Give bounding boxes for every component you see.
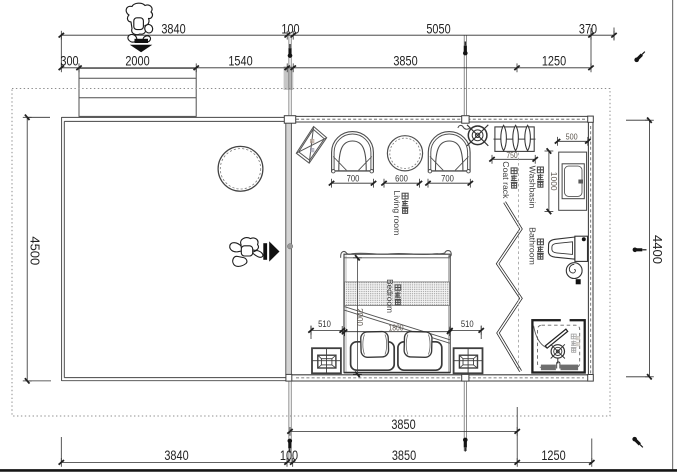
svg-text:3850: 3850: [393, 53, 417, 69]
svg-text:2000: 2000: [355, 308, 364, 326]
svg-text:510: 510: [461, 318, 474, 329]
svg-text:300: 300: [60, 53, 78, 69]
svg-text:500: 500: [566, 132, 579, 142]
svg-text:370: 370: [579, 21, 597, 37]
svg-text:3840: 3840: [164, 448, 188, 464]
svg-text:1540: 1540: [228, 53, 252, 69]
svg-text:100: 100: [280, 448, 298, 464]
svg-text:700: 700: [441, 173, 454, 184]
svg-text:600: 600: [395, 173, 408, 184]
svg-text:Bathroom: Bathroom: [528, 227, 538, 265]
svg-text:5050: 5050: [426, 21, 450, 37]
svg-text:1800: 1800: [388, 323, 403, 333]
svg-text:750: 750: [506, 150, 517, 160]
svg-text:Coat rack: Coat rack: [501, 161, 511, 199]
svg-text:3850: 3850: [391, 417, 415, 433]
svg-text:3840: 3840: [161, 21, 185, 37]
svg-text:Living room: Living room: [392, 190, 402, 235]
svg-text:510: 510: [318, 318, 331, 329]
svg-text:1000: 1000: [549, 172, 559, 191]
svg-text:1250: 1250: [541, 448, 565, 464]
svg-text:4400: 4400: [650, 235, 665, 264]
svg-text:2000: 2000: [125, 53, 149, 69]
svg-text:Bedroom: Bedroom: [385, 279, 395, 313]
svg-text:3850: 3850: [392, 448, 416, 464]
svg-text:4500: 4500: [27, 236, 42, 265]
svg-text:700: 700: [347, 173, 360, 184]
svg-text:1250: 1250: [542, 53, 566, 69]
svg-text:Washbasin: Washbasin: [528, 166, 538, 209]
svg-text:100: 100: [281, 21, 299, 37]
